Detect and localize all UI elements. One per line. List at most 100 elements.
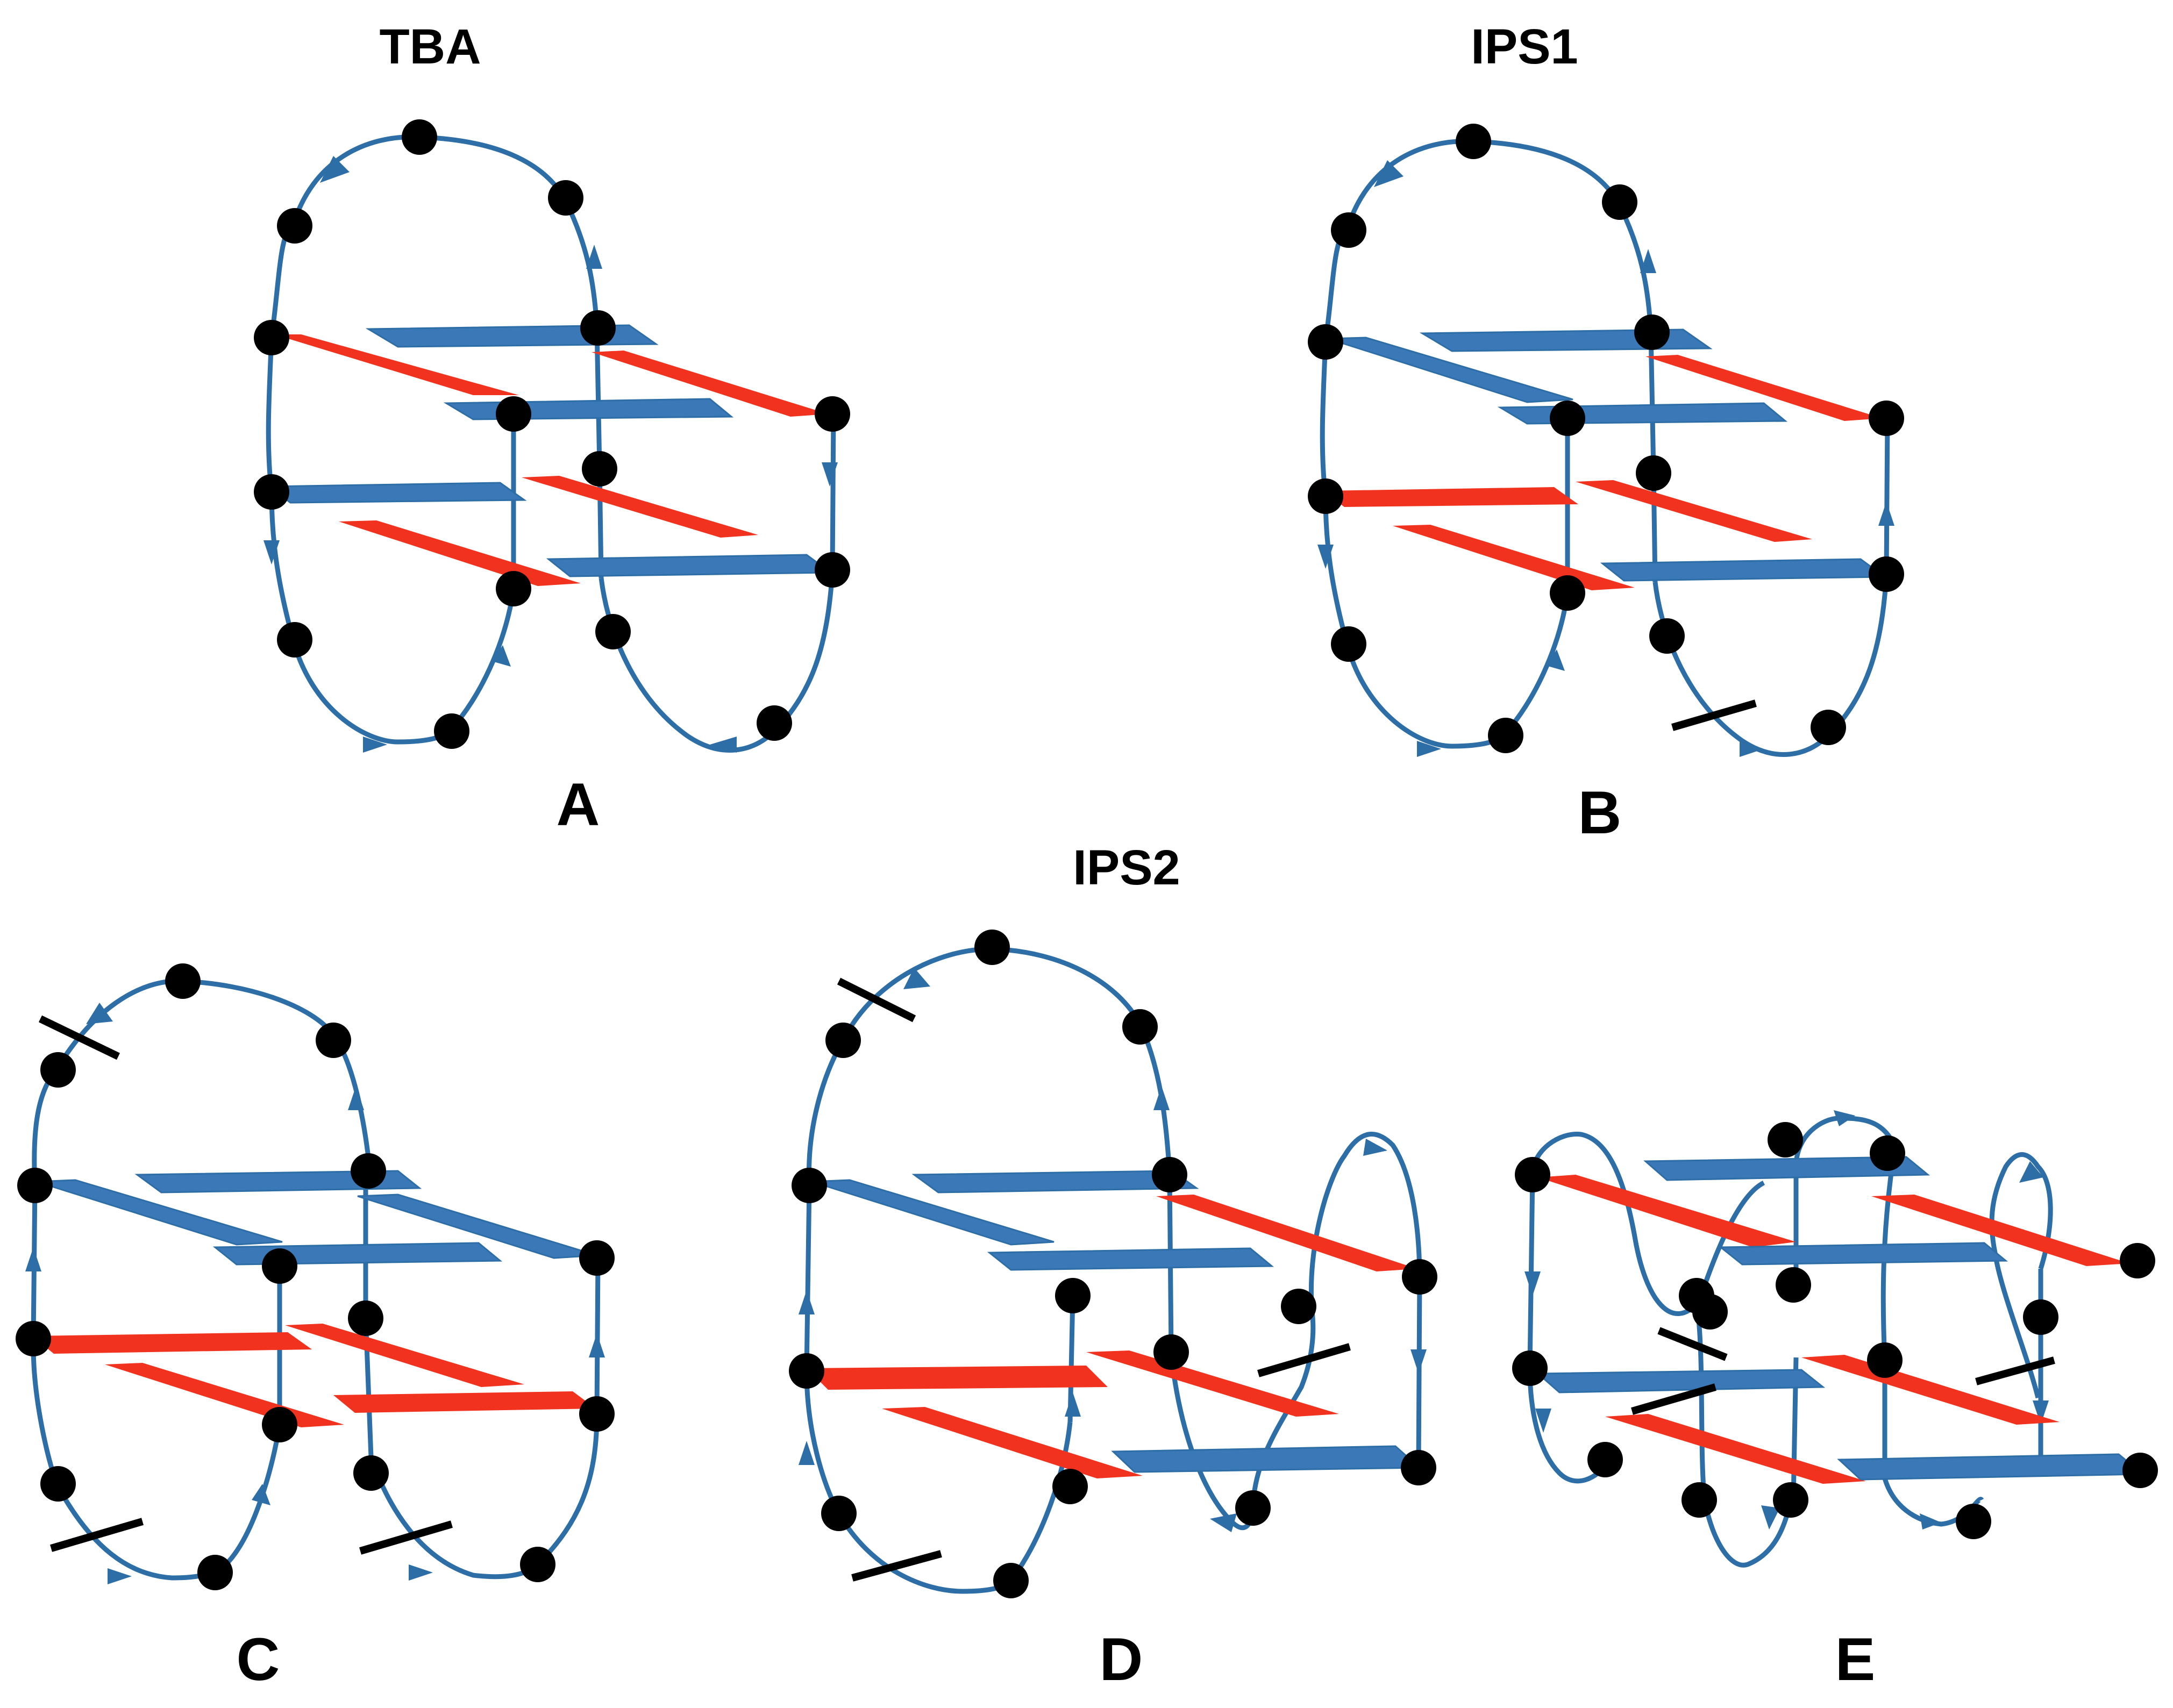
nucleotide: [993, 1563, 1029, 1598]
panel-label-d: D: [1100, 1626, 1143, 1693]
plate: [339, 520, 581, 586]
nucleotide: [197, 1555, 233, 1590]
nucleotide: [40, 1052, 76, 1088]
break-mark: [359, 1520, 453, 1555]
plate: [1801, 1355, 2060, 1425]
nucleotide: [254, 474, 289, 510]
nucleotide: [1052, 1469, 1088, 1504]
plate: [1393, 525, 1635, 590]
nucleotide: [1869, 556, 1904, 592]
plate: [1837, 1453, 2146, 1481]
nucleotide: [1956, 1504, 1991, 1539]
title-ips2: IPS2: [1073, 840, 1180, 895]
plate: [1600, 558, 1887, 582]
nucleotide: [1235, 1490, 1271, 1526]
plate: [592, 351, 828, 417]
nucleotide: [277, 622, 312, 658]
panel-a-structure: [266, 134, 836, 753]
panel-d-structure: [804, 946, 1422, 1594]
panel-c-arrows: [25, 1003, 605, 1584]
nucleotide: [316, 1023, 351, 1058]
nucleotide: [1402, 1259, 1437, 1295]
plate: [1156, 1195, 1417, 1271]
plate: [134, 1170, 422, 1194]
plate: [1497, 402, 1788, 425]
break-mark: [50, 1518, 144, 1552]
plate: [274, 334, 519, 395]
nucleotide: [815, 396, 850, 432]
nucleotide: [1122, 1009, 1158, 1045]
plate: [32, 1332, 312, 1354]
plate: [1323, 487, 1578, 507]
nucleotide: [792, 1168, 827, 1203]
nucleotide: [580, 310, 616, 346]
nucleotide: [789, 1353, 824, 1389]
nucleotide: [1649, 618, 1685, 654]
break-mark: [1631, 1383, 1716, 1415]
plate: [1536, 1369, 1826, 1393]
nucleotide: [579, 1240, 615, 1276]
plate: [285, 1324, 524, 1387]
nucleotide: [825, 1023, 861, 1058]
nucleotide: [1055, 1278, 1091, 1313]
nucleotide: [1308, 478, 1343, 514]
plate: [1576, 480, 1812, 542]
nucleotide: [16, 1321, 51, 1356]
panel-a-backbone: [269, 134, 600, 338]
panel-c-plates: [32, 1170, 597, 1427]
break-mark: [1975, 1356, 2055, 1385]
nucleotide: [579, 1396, 615, 1432]
nucleotide: [1152, 1157, 1187, 1192]
nucleotide: [582, 451, 617, 487]
panel-c-structure: [31, 978, 601, 1581]
break-mark: [38, 1015, 120, 1060]
nucleotide: [277, 208, 312, 244]
plate: [105, 1363, 344, 1427]
nucleotide: [595, 614, 631, 649]
nucleotide: [1773, 1482, 1808, 1518]
panel-a-plates: [266, 324, 833, 586]
plate: [1538, 1175, 1796, 1247]
plate: [546, 554, 833, 577]
plate: [266, 482, 527, 504]
nucleotide: [1401, 1450, 1436, 1485]
nucleotide: [17, 1168, 53, 1203]
panel-b-plates: [1323, 328, 1887, 590]
nucleotide: [496, 396, 531, 432]
panel-e-plates: [1536, 1156, 2146, 1484]
nucleotide: [1811, 710, 1846, 745]
plate: [987, 1247, 1274, 1271]
nucleotide: [351, 1153, 386, 1189]
panel-label-a: A: [557, 771, 600, 838]
nucleotide: [1682, 1482, 1717, 1518]
nucleotide: [262, 1248, 297, 1284]
plate: [911, 1170, 1199, 1194]
nucleotide: [757, 705, 792, 741]
plate: [212, 1242, 503, 1266]
nucleotide: [1308, 324, 1343, 360]
break-mark: [1671, 699, 1757, 731]
nucleotide: [496, 571, 531, 606]
nucleotide: [434, 713, 469, 749]
nucleotide: [1153, 1334, 1189, 1370]
nucleotide: [548, 180, 583, 216]
nucleotide: [1768, 1122, 1803, 1157]
panel-e-arrows: [1524, 1110, 2049, 1530]
nucleotide: [40, 1466, 76, 1502]
nucleotide: [1602, 184, 1637, 220]
title-ips1: IPS1: [1471, 19, 1578, 74]
nucleotide: [1870, 1135, 1905, 1171]
plate: [522, 476, 758, 538]
nucleotide: [262, 1407, 297, 1442]
nucleotide: [348, 1300, 383, 1336]
nucleotide: [1867, 1342, 1903, 1378]
break-mark: [1257, 1343, 1351, 1377]
panel-c-break-marks: [38, 1015, 453, 1555]
nucleotide: [1550, 401, 1585, 436]
nucleotide: [974, 930, 1010, 965]
nucleotide: [402, 119, 437, 155]
nucleotide: [1636, 455, 1671, 491]
nucleotide: [1587, 1442, 1623, 1477]
nucleotide: [1281, 1289, 1316, 1324]
nucleotide: [1869, 401, 1904, 436]
